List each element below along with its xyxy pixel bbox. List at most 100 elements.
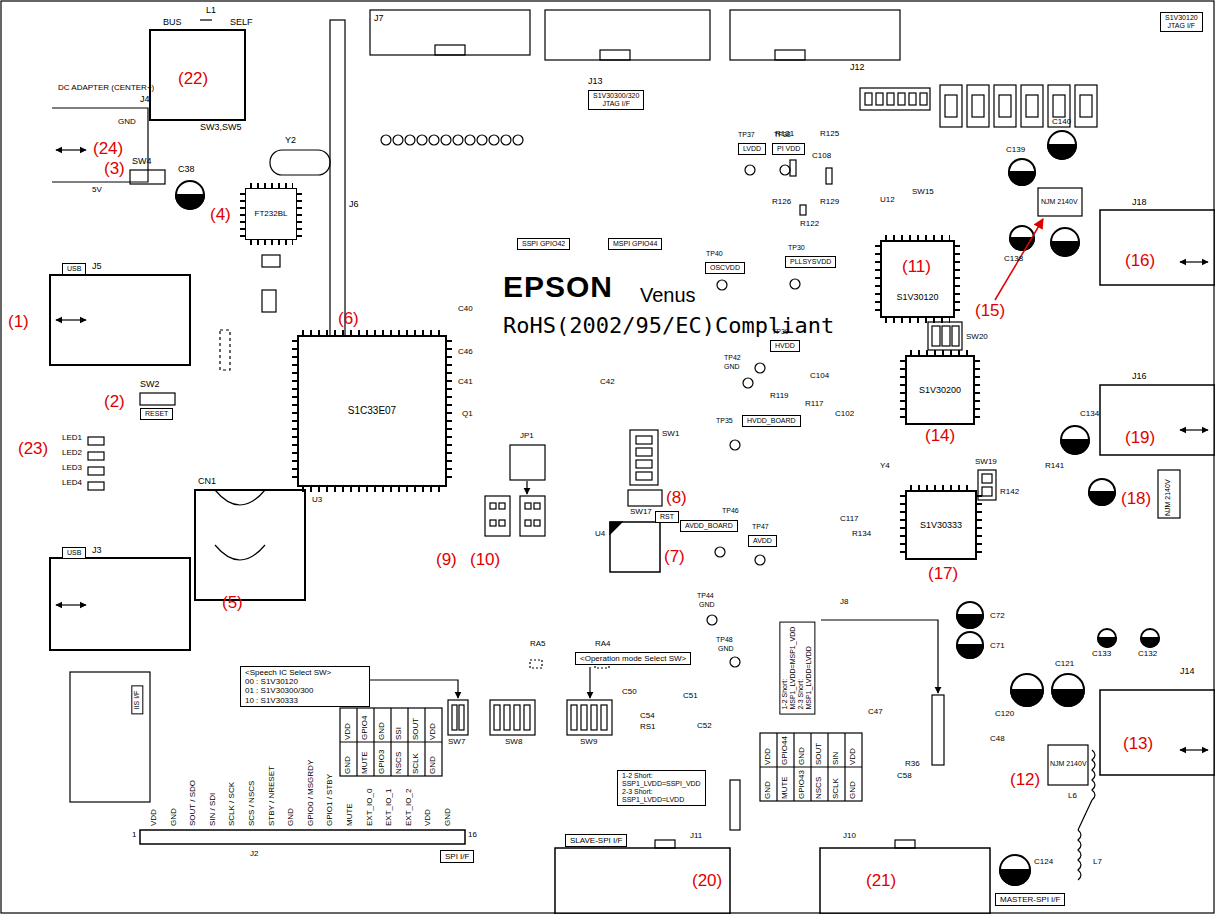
silk-label: R142 [1000, 488, 1019, 497]
silk-label: GND [699, 601, 715, 609]
pin-name: NSCS [395, 752, 404, 774]
silk-label: C41 [458, 378, 473, 387]
pin-name: VDD [424, 809, 433, 826]
silk-box: MSPI GPIO44 [608, 238, 662, 250]
callout-number: (22) [178, 70, 208, 89]
pin-name: EXT_IO_0 [366, 789, 375, 826]
node-text: PI VDD [777, 145, 800, 153]
silk-box: RST [655, 511, 679, 523]
silk-box: HVDD_BOARD [742, 415, 801, 427]
silk-label: NJM 2140V [1041, 198, 1078, 206]
silk-label: GND [118, 118, 136, 127]
silk-label: SW3,SW5 [200, 123, 242, 133]
silk-box: S1V30120JTAG I/F [1160, 12, 1203, 32]
silk-label: LED1 [62, 434, 82, 443]
node-text: <Operation mode Select SW> [580, 654, 686, 663]
pin-name: VDD [849, 748, 858, 765]
callout-number: (10) [470, 551, 500, 570]
pin-name: SOUT / SDO [189, 780, 198, 826]
silk-label: 16 [468, 831, 477, 840]
silk-label: C47 [868, 708, 883, 717]
pin-name: GPIO0 / MSGRDY [307, 760, 316, 826]
silk-box: PLLSYSVDD [785, 256, 836, 268]
silk-label: TP42 [724, 354, 741, 362]
silk-label: J14 [1180, 667, 1195, 677]
pin-name: SCLK [412, 753, 421, 774]
node-text: PLLSYSVDD [790, 258, 831, 266]
node-text: JTAG I/F [1168, 22, 1195, 30]
silk-label: SW4 [132, 157, 152, 167]
pin-name: GND [287, 808, 296, 826]
silk-box: SSPI GPIO42 [517, 238, 570, 250]
silk-label: SW2 [140, 380, 160, 390]
silk-label: C120 [995, 710, 1014, 719]
silk-label: SW19 [975, 458, 997, 467]
silk-box: USB [62, 263, 86, 275]
callout-number: (24) [93, 140, 123, 159]
pin-name: EXT_IO_1 [385, 789, 394, 826]
silk-label: TP44 [697, 592, 714, 600]
node-text: S1V30120 [1165, 14, 1198, 22]
callout-number: (6) [338, 310, 359, 329]
pin-name: GPIO3 [378, 750, 387, 774]
node-text: USB [67, 265, 81, 273]
callout-number: (11) [902, 258, 931, 277]
callout-number: (23) [18, 440, 48, 459]
silk-label: DC ADAPTER (CENTER+) [58, 84, 154, 93]
callout-number: (20) [692, 872, 722, 891]
pin-name: GND [444, 808, 453, 826]
silk-box: <Speech IC Select SW>00 : S1V3012001 : S… [240, 666, 370, 707]
callout-number: (4) [210, 206, 231, 225]
silk-label: TP47 [752, 523, 769, 531]
pin-name: SCLK / SCK [228, 782, 237, 826]
pin-name: SOUT [412, 718, 421, 740]
pin-name: VDD [150, 809, 159, 826]
silk-label: C132 [1138, 650, 1157, 659]
silk-label: C54 [640, 712, 655, 721]
silk-label: L7 [1093, 858, 1102, 867]
pin-name: GND [378, 722, 387, 740]
node-text: 2-3 Short: [622, 788, 653, 796]
silk-box: S1V30300/320JTAG I/F [588, 90, 644, 110]
ic-chip: FT232BL [245, 188, 297, 240]
callout-number: (21) [866, 872, 896, 891]
silk-box: RESET [140, 408, 173, 420]
silk-label: R122 [800, 220, 819, 229]
pin-name: GND [764, 781, 773, 799]
silk-box: PI VDD [772, 143, 805, 155]
silk-label: C42 [600, 378, 615, 387]
silk-label: C108 [812, 152, 831, 161]
callout-number: (1) [8, 313, 29, 332]
silk-label: L1 [206, 6, 216, 16]
silk-label: TP40 [706, 250, 723, 258]
silk-label: J7 [374, 14, 384, 24]
silk-label: C134 [1080, 410, 1099, 419]
silk-label: C48 [990, 735, 1005, 744]
node-text: SPI I/F [445, 852, 469, 861]
pin-name: NSCS [815, 777, 824, 799]
silk-label: U3 [312, 496, 322, 505]
node-text: SLAVE-SPI I/F [570, 836, 622, 845]
silk-label: C133 [1092, 650, 1111, 659]
node-text: 01 : S1V30300/300 [245, 686, 314, 695]
silk-label: J10 [843, 832, 856, 841]
node-text: HVDD_BOARD [747, 417, 796, 425]
silk-label: RS1 [640, 723, 656, 732]
silk-box: OSCVDD [705, 262, 745, 274]
silk-label: SW20 [966, 333, 988, 342]
pin-name: SCS / NSCS [248, 781, 257, 826]
silk-label: SW15 [912, 188, 934, 197]
silk-label: J13 [588, 77, 603, 87]
silk-label: J16 [1132, 372, 1147, 382]
callout-number: (8) [666, 489, 687, 508]
pin-name: GND [429, 756, 438, 774]
silk-label: TP46 [722, 507, 739, 515]
silk-box: AVDD_BOARD [680, 520, 738, 532]
node-text: USB [67, 549, 81, 557]
node-text: 00 : S1V30120 [245, 677, 298, 686]
ic-chip: S1V30120 [880, 240, 955, 318]
silk-label: J3 [92, 546, 102, 556]
node-text: SSPI GPIO42 [522, 240, 565, 248]
callout-number: (7) [664, 548, 685, 567]
silk-label: J12 [850, 63, 865, 73]
